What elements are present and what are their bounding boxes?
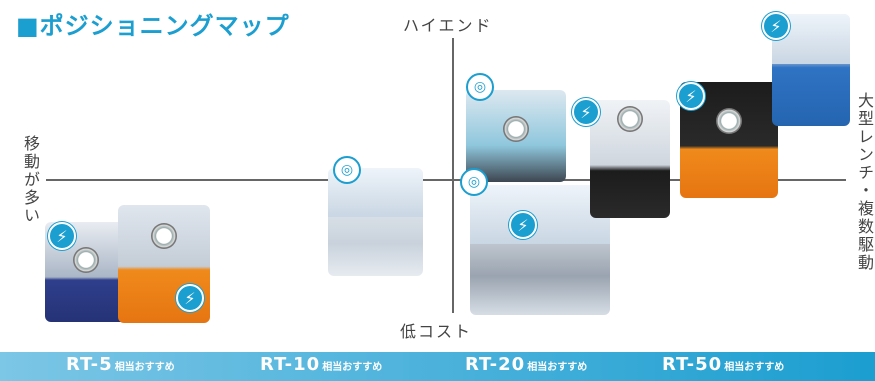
- gauge-icon: [503, 116, 529, 142]
- rt5-suffix: 相当おすすめ: [114, 362, 175, 373]
- horizontal-axis-line: [46, 179, 846, 181]
- rt50-model: RT-50: [662, 354, 723, 375]
- vertical-axis-line: [452, 38, 454, 313]
- spiral-icon: ◎: [466, 73, 494, 101]
- product-image-rt10: [328, 168, 423, 276]
- recommendation-bar: [0, 352, 875, 381]
- spiral-icon: ◎: [333, 156, 361, 184]
- spiral-icon: ◎: [460, 168, 488, 196]
- page-title: ■ポジショニングマップ: [16, 12, 290, 40]
- lightning-icon: ⚡: [677, 82, 705, 110]
- axis-label-top: ハイエンド: [403, 16, 493, 35]
- gauge-icon: [617, 106, 643, 132]
- axis-label-left: 移動が多い: [21, 135, 40, 225]
- rt10-suffix: 相当おすすめ: [322, 362, 383, 373]
- rt50-suffix: 相当おすすめ: [724, 362, 785, 373]
- lightning-icon: ⚡: [762, 12, 790, 40]
- axis-label-bottom: 低コスト: [400, 322, 473, 341]
- gauge-icon: [151, 223, 177, 249]
- lightning-icon: ⚡: [509, 211, 537, 239]
- product-image-rt20-a: [466, 90, 566, 182]
- gauge-icon: [716, 108, 742, 134]
- axis-label-right: 大型レンチ・複数駆動: [855, 92, 874, 272]
- gauge-icon: [73, 247, 99, 273]
- product-image-rt20-c: [590, 100, 670, 218]
- product-frame: [470, 185, 610, 244]
- rt5-model: RT-5: [66, 354, 113, 375]
- rt20-suffix: 相当おすすめ: [527, 362, 588, 373]
- lightning-icon: ⚡: [572, 98, 600, 126]
- product-image-rt20-b: [470, 185, 610, 315]
- lightning-icon: ⚡: [48, 222, 76, 250]
- rt20-model: RT-20: [465, 354, 526, 375]
- lightning-icon: ⚡: [176, 284, 204, 312]
- rt10-model: RT-10: [260, 354, 321, 375]
